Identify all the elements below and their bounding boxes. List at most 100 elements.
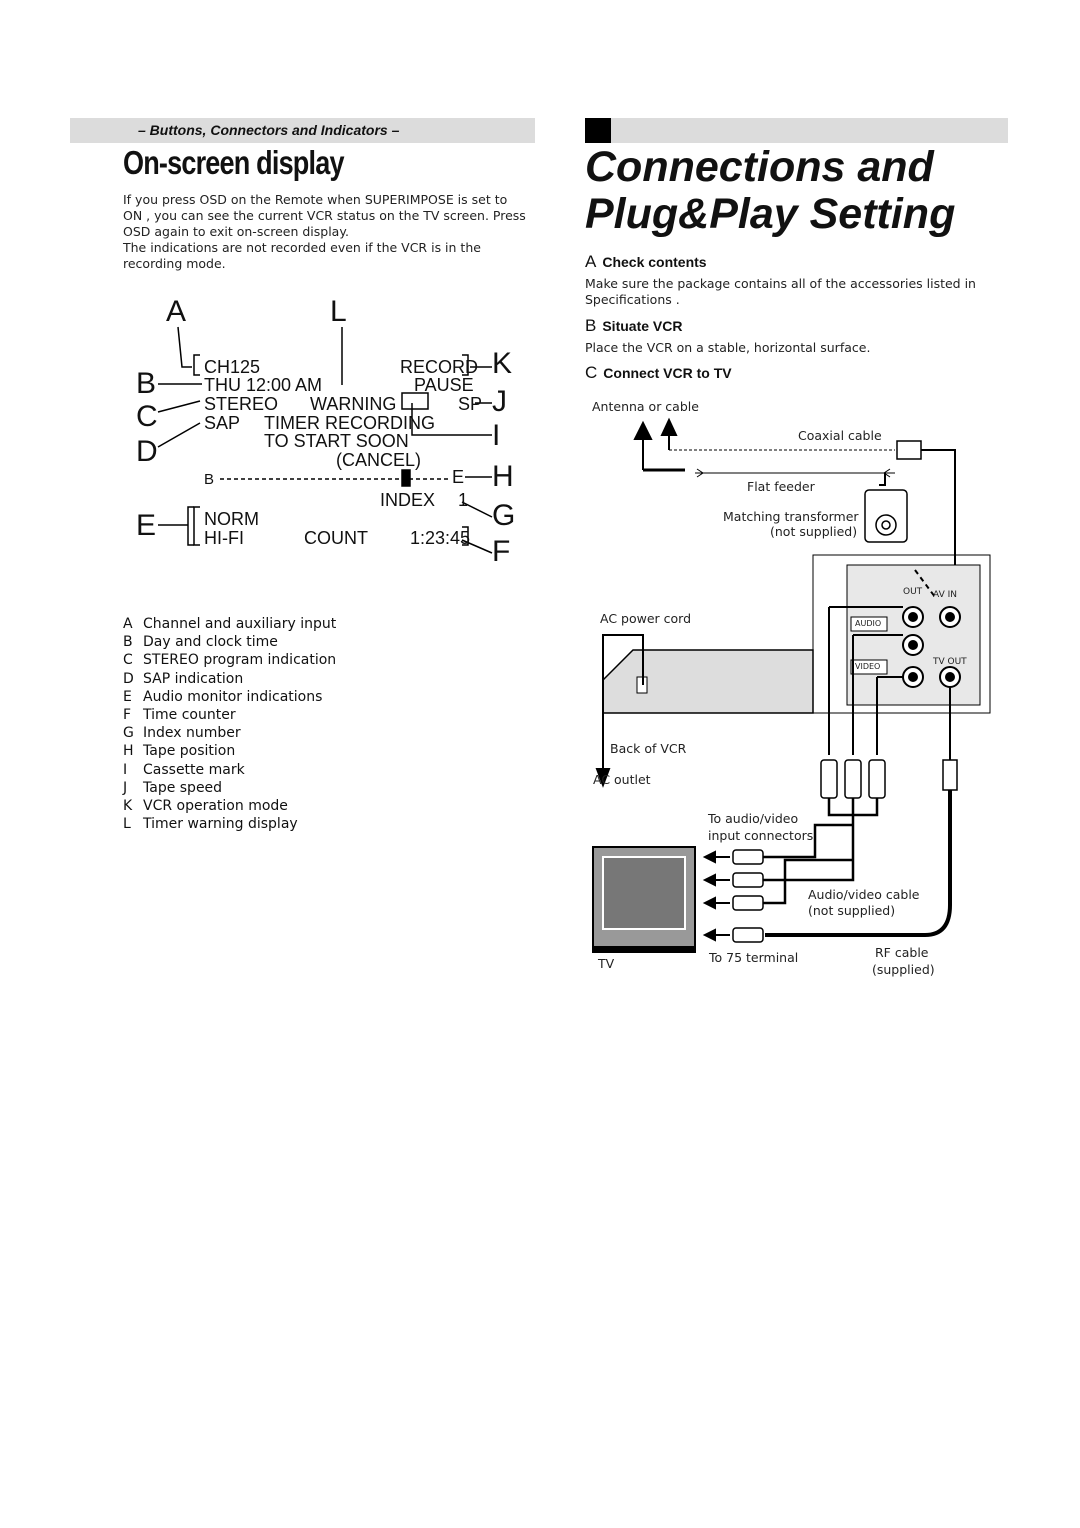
legend-item: A Channel and auxiliary input <box>123 615 336 633</box>
label-coaxial-cable: Coaxial cable <box>798 428 882 443</box>
page-title-connections: Connections and Plug&Play Setting <box>585 144 955 238</box>
osd-letter-a: A <box>166 295 187 328</box>
label-rf-cable: RF cable <box>875 945 929 960</box>
label-matching-transformer: Matching transformer <box>723 509 859 524</box>
osd-letter-f: F <box>492 535 511 568</box>
legend-value: Time counter <box>143 707 236 724</box>
osd-leader-lines <box>157 326 493 554</box>
page-title-osd: On-screen display <box>123 144 344 181</box>
osd-letter-l: L <box>330 295 347 328</box>
legend-key: I <box>123 761 128 778</box>
osd-diagram: A L B C D E K J I H G F CH125 RECORD THU… <box>130 295 530 585</box>
osd-index-number: 1 <box>458 490 469 510</box>
label-back-of-vcr: Back of VCR <box>610 741 687 756</box>
connection-diagram: Antenna or cable Coaxial cable Flat feed… <box>585 395 995 985</box>
legend-value: STEREO program indication <box>143 652 337 669</box>
legend-value: SAP indication <box>143 670 244 687</box>
legend-key: D <box>123 670 134 687</box>
step-heading: Connect VCR to TV <box>603 365 732 381</box>
legend-key: H <box>123 743 134 760</box>
label-tv: TV <box>598 956 615 971</box>
label-ac-outlet: AC outlet <box>593 772 651 787</box>
step-letter: B <box>585 316 597 335</box>
legend-item: K VCR operation mode <box>123 797 336 815</box>
label-av-in: AV IN <box>933 590 957 600</box>
label-tv-out: TV OUT <box>933 657 967 667</box>
section-header-text: – Buttons, Connectors and Indicators – <box>138 122 400 138</box>
label-to-75-terminal: To 75 terminal <box>709 950 799 965</box>
label-video: VIDEO <box>855 662 881 671</box>
osd-hifi: HI-FI <box>204 528 244 548</box>
osd-tape-begin: B <box>204 471 215 488</box>
section-header-bar-right <box>585 118 1008 143</box>
osd-letter-k: K <box>492 347 513 380</box>
legend-item: D SAP indication <box>123 670 336 688</box>
intro-line: ON , you can see the current VCR status … <box>123 208 526 223</box>
osd-tape-end: E <box>452 467 465 487</box>
step-letter: A <box>585 252 597 271</box>
legend-value: Cassette mark <box>143 761 245 778</box>
legend-value: Audio monitor indications <box>143 688 323 705</box>
section-situate-vcr: B Situate VCR Place the VCR on a stable, … <box>585 316 1005 356</box>
label-rf-supplied: (supplied) <box>872 962 935 977</box>
label-not-supplied: (not supplied) <box>770 524 858 539</box>
legend-value: Tape speed <box>143 779 223 796</box>
legend-value: Timer warning display <box>143 816 298 833</box>
legend-value: VCR operation mode <box>143 798 288 815</box>
osd-pause: PAUSE <box>414 375 474 395</box>
label-audio: AUDIO <box>855 619 882 628</box>
osd-to-start-soon: TO START SOON <box>264 431 409 451</box>
osd-letter-d: D <box>136 435 158 468</box>
osd-sap: SAP <box>204 413 241 433</box>
legend-value: Day and clock time <box>143 634 278 651</box>
osd-channel: CH125 <box>204 357 261 377</box>
osd-speed: SP <box>458 394 483 414</box>
osd-letter-c: C <box>136 400 158 433</box>
legend-key: B <box>123 634 133 651</box>
osd-record: RECORD <box>400 357 479 377</box>
step-text: Make sure the package contains all of th… <box>585 276 976 291</box>
intro-line: recording mode. <box>123 256 226 271</box>
label-flat-feeder: Flat feeder <box>747 479 815 494</box>
legend-key: L <box>123 816 131 833</box>
step-heading: Situate VCR <box>602 318 683 334</box>
label-av-cable-not-supplied: (not supplied) <box>808 903 896 918</box>
osd-letter-i: I <box>492 419 501 452</box>
intro-line: The indications are not recorded even if… <box>123 240 481 255</box>
label-antenna: Antenna or cable <box>592 399 699 414</box>
intro-line: OSD again to exit on-screen display. <box>123 224 349 239</box>
legend-key: A <box>123 616 133 632</box>
osd-norm: NORM <box>204 509 259 529</box>
legend-key: K <box>123 798 133 815</box>
osd-counter: 1:23:45 <box>410 528 471 548</box>
intro-line: If you press OSD on the Remote when SUPE… <box>123 192 508 207</box>
label-to-av: To audio/video <box>708 811 799 826</box>
step-text: Place the VCR on a stable, horizontal su… <box>585 340 871 355</box>
label-input-connectors: input connectors <box>708 828 814 843</box>
step-text: Specifications . <box>585 292 680 307</box>
legend-value: Index number <box>143 725 241 742</box>
osd-warning: WARNING <box>310 394 397 414</box>
title-line: Connections and <box>585 143 934 191</box>
legend-item: I Cassette mark <box>123 761 336 779</box>
osd-index: INDEX <box>380 490 436 510</box>
title-line: Plug&Play Setting <box>585 190 956 238</box>
legend-value: Tape position <box>143 743 236 760</box>
osd-letter-b: B <box>136 367 157 400</box>
legend-value: Channel and auxiliary input <box>143 616 337 632</box>
label-av-cable: Audio/video cable <box>808 887 920 902</box>
step-letter: C <box>585 363 598 382</box>
legend-item: L Timer warning display <box>123 815 336 833</box>
connection-diagram-graphic <box>592 417 991 953</box>
section-connect-vcr: C Connect VCR to TV <box>585 363 1005 383</box>
label-out: OUT <box>903 587 923 597</box>
osd-letter-g: G <box>492 499 516 532</box>
osd-cancel: (CANCEL) <box>336 450 422 470</box>
osd-day-time: THU 12:00 AM <box>204 375 323 395</box>
step-heading: Check contents <box>602 254 707 270</box>
